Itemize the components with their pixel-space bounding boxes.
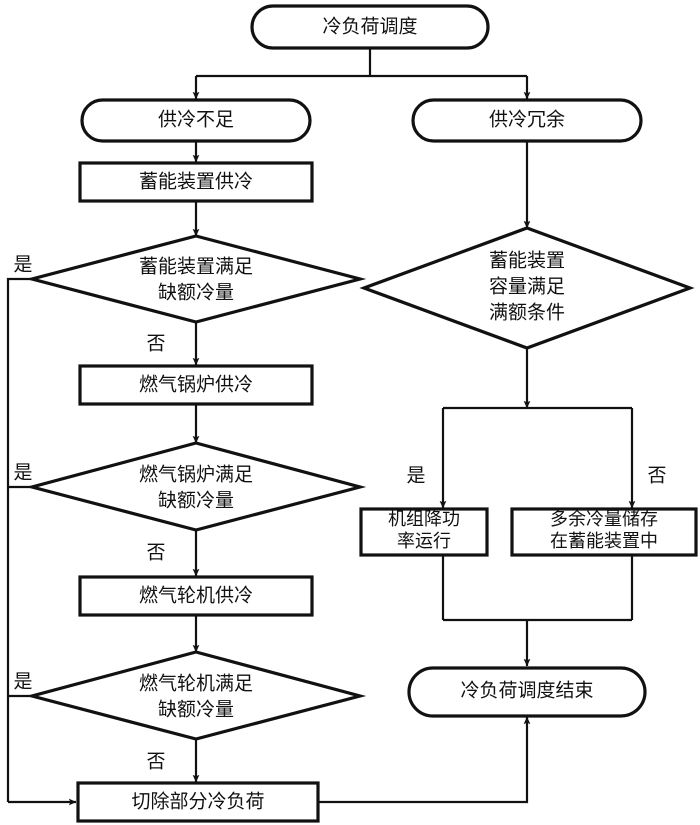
node-decision-turbine[interactable]: 燃气轮机满足 缺额冷量 [25,650,367,741]
decision-turbine-line2: 缺额冷量 [158,698,234,720]
start-label: 冷负荷调度 [322,15,417,37]
decision-storage-line2: 缺额冷量 [158,281,234,303]
node-branch-deficit[interactable]: 供冷不足 [80,98,312,143]
end-label: 冷负荷调度结束 [460,679,593,701]
start-shape [250,4,490,50]
node-decision-capacity[interactable]: 蓄能装置 容量满足 满额条件 [359,226,695,350]
derate-unit-line2: 率运行 [397,531,451,551]
node-decision-boiler[interactable]: 燃气锅炉满足 缺额冷量 [25,441,367,532]
edge-shed-to-end [318,716,531,804]
label-boiler-no: 否 [146,542,165,563]
edge-start-to-split [196,48,527,78]
end-shape [407,666,647,718]
decision-storage-line1: 蓄能装置满足 [139,255,253,277]
node-branch-surplus[interactable]: 供冷冗余 [411,98,643,143]
node-end[interactable]: 冷负荷调度结束 [407,666,647,718]
branch-deficit-label: 供冷不足 [158,108,234,130]
decision-boiler-shape [25,441,367,532]
shed-load-shape [76,781,320,823]
decision-capacity-line2: 容量满足 [489,275,565,297]
node-shed-load[interactable]: 切除部分冷负荷 [76,781,320,823]
label-boiler-yes: 是 [13,462,32,483]
derate-unit-line1: 机组降功 [388,509,460,529]
node-decision-storage[interactable]: 蓄能装置满足 缺额冷量 [25,234,367,324]
store-surplus-line1: 多余冷量储存 [550,509,658,529]
edge-storage-yes-rail [6,277,76,802]
node-derate-unit[interactable]: 机组降功 率运行 [359,507,489,557]
boiler-supply-label: 燃气锅炉供冷 [139,373,253,395]
branch-surplus-shape [411,98,643,143]
decision-capacity-line3: 满额条件 [489,301,565,323]
node-store-surplus[interactable]: 多余冷量储存 在蓄能装置中 [510,507,698,557]
shed-load-label: 切除部分冷负荷 [131,790,264,812]
decision-boiler-line2: 缺额冷量 [158,489,234,511]
turbine-supply-label: 燃气轮机供冷 [139,584,253,606]
label-turbine-yes: 是 [13,671,32,692]
node-storage-supply[interactable]: 蓄能装置供冷 [78,161,314,203]
label-storage-yes: 是 [13,254,32,275]
node-boiler-supply[interactable]: 燃气锅炉供冷 [78,364,314,406]
label-storage-no: 否 [146,333,165,354]
decision-storage-shape [25,234,367,324]
store-surplus-line2: 在蓄能装置中 [550,531,658,551]
branch-surplus-label: 供冷冗余 [489,108,565,130]
node-start[interactable]: 冷负荷调度 [250,4,490,50]
storage-supply-shape [78,161,314,203]
node-turbine-supply[interactable]: 燃气轮机供冷 [78,575,314,617]
store-surplus-shape [510,507,698,557]
decision-turbine-shape [25,650,367,741]
label-capacity-yes-text: 是 [406,465,425,486]
derate-unit-shape [359,507,489,557]
decision-turbine-line1: 燃气轮机满足 [139,672,253,694]
turbine-supply-shape [78,575,314,617]
label-turbine-no: 否 [146,751,165,772]
decision-capacity-line1: 蓄能装置 [489,249,565,271]
branch-deficit-shape [80,98,312,143]
boiler-supply-shape [78,364,314,406]
decision-boiler-line1: 燃气锅炉满足 [139,463,253,485]
label-capacity-no-text: 否 [647,465,666,486]
storage-supply-label: 蓄能装置供冷 [139,170,253,192]
decision-capacity-shape [359,226,695,350]
